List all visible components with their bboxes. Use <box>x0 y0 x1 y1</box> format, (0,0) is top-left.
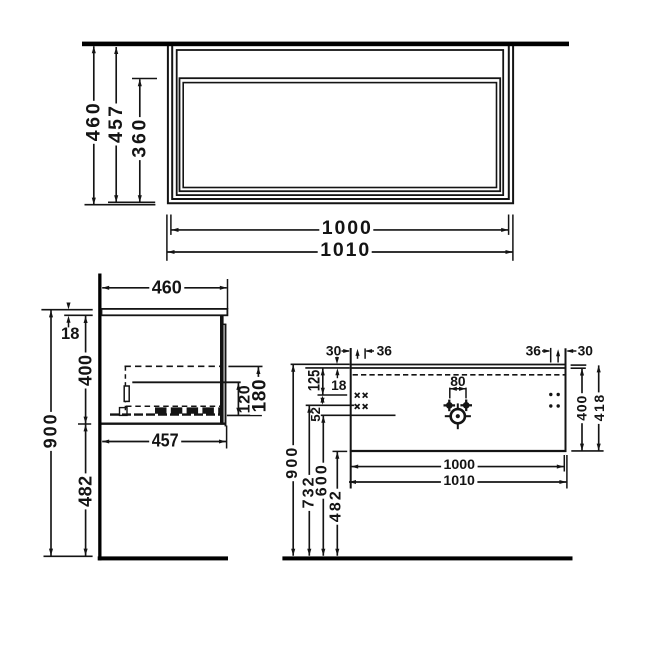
svg-text:418: 418 <box>591 395 607 422</box>
svg-text:482: 482 <box>75 476 95 507</box>
svg-text:482: 482 <box>327 491 344 522</box>
svg-text:360: 360 <box>128 119 150 157</box>
svg-text:460: 460 <box>152 278 182 298</box>
svg-text:180: 180 <box>249 379 270 412</box>
svg-text:400: 400 <box>574 395 590 420</box>
svg-text:30: 30 <box>578 344 594 359</box>
svg-text:900: 900 <box>41 414 61 448</box>
svg-text:36: 36 <box>377 344 393 359</box>
svg-text:1000: 1000 <box>444 457 476 473</box>
svg-text:600: 600 <box>314 465 331 496</box>
svg-text:1010: 1010 <box>320 239 369 261</box>
svg-text:900: 900 <box>284 448 301 479</box>
svg-text:80: 80 <box>450 374 466 389</box>
svg-text:120: 120 <box>237 385 254 413</box>
svg-text:125: 125 <box>306 370 324 392</box>
svg-text:457: 457 <box>152 430 179 451</box>
svg-text:52: 52 <box>308 407 323 422</box>
svg-text:30: 30 <box>326 344 342 359</box>
svg-text:732: 732 <box>300 477 317 508</box>
svg-text:1010: 1010 <box>443 473 475 489</box>
svg-text:18: 18 <box>331 378 347 393</box>
svg-text:460: 460 <box>83 103 105 141</box>
svg-text:400: 400 <box>75 355 95 386</box>
svg-text:18: 18 <box>61 325 79 343</box>
svg-text:457: 457 <box>105 106 127 143</box>
svg-text:1000: 1000 <box>322 217 371 239</box>
svg-text:36: 36 <box>526 344 542 359</box>
